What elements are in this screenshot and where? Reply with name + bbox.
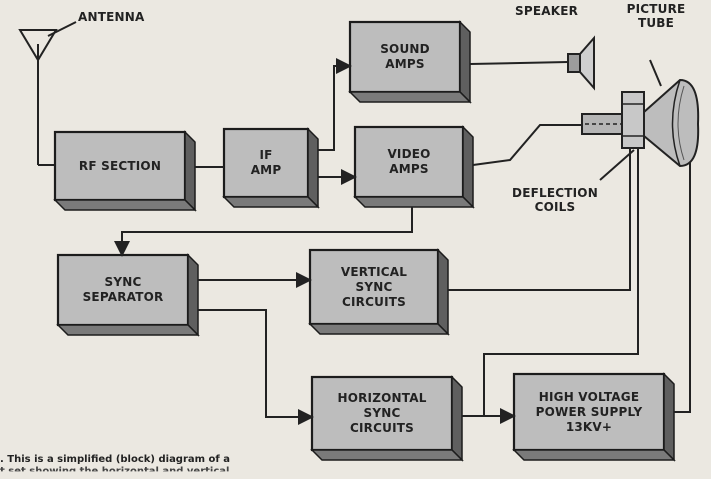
high-voltage-label: HIGH VOLTAGE POWER SUPPLY 13KV+ [535,389,643,434]
wire-video-to-sync [114,207,413,257]
wire-sound-to-speaker [469,61,569,65]
figure-caption: . This is a simplified (block) diagram o… [0,454,320,478]
picture-tube-label: PICTURE TUBE [626,2,686,30]
deflection-coils-label: DEFLECTION COILS [512,186,598,214]
horizontal-sync-block [310,375,464,462]
vertical-sync-block [308,248,450,336]
connection-wires [114,58,691,425]
video-amps-block [353,125,475,209]
antenna-icon [18,21,77,166]
speaker-label: SPEAKER [515,4,579,18]
horizontal-sync-label: HORIZONTAL SYNC CIRCUITS [337,391,427,435]
sync-separator-block [56,253,200,337]
deflection-coils-icon [599,91,645,181]
wire-video-to-tube [472,124,582,166]
sync-separator-label: SYNC SEPARATOR [82,275,164,304]
if-amp-block [222,127,320,209]
picture-tube-icon [581,59,700,168]
wire-sync-to-horizontal [198,309,314,425]
vertical-sync-label: VERTICAL SYNC CIRCUITS [340,264,408,309]
antenna-label: ANTENNA [78,10,145,24]
rf-section-label: RF SECTION [78,158,162,173]
speaker-icon [567,35,595,91]
wire-horizontal-to-coils [462,138,639,417]
caption-line-1: . This is a simplified (block) diagram o… [0,454,230,465]
high-voltage-block [512,372,676,462]
sound-amps-block [348,20,472,104]
sound-amps-label: SOUND AMPS [380,42,430,71]
video-amps-label: VIDEO AMPS [387,147,431,176]
rf-section-block [53,130,197,212]
if-amp-label: IF AMP [250,148,282,177]
caption-line-2: t set showing the horizontal and vertica… [0,466,230,477]
wire-vertical-to-coils [448,138,631,291]
wire-hv-to-tube [674,150,691,413]
wire-if-to-sound [318,58,352,151]
